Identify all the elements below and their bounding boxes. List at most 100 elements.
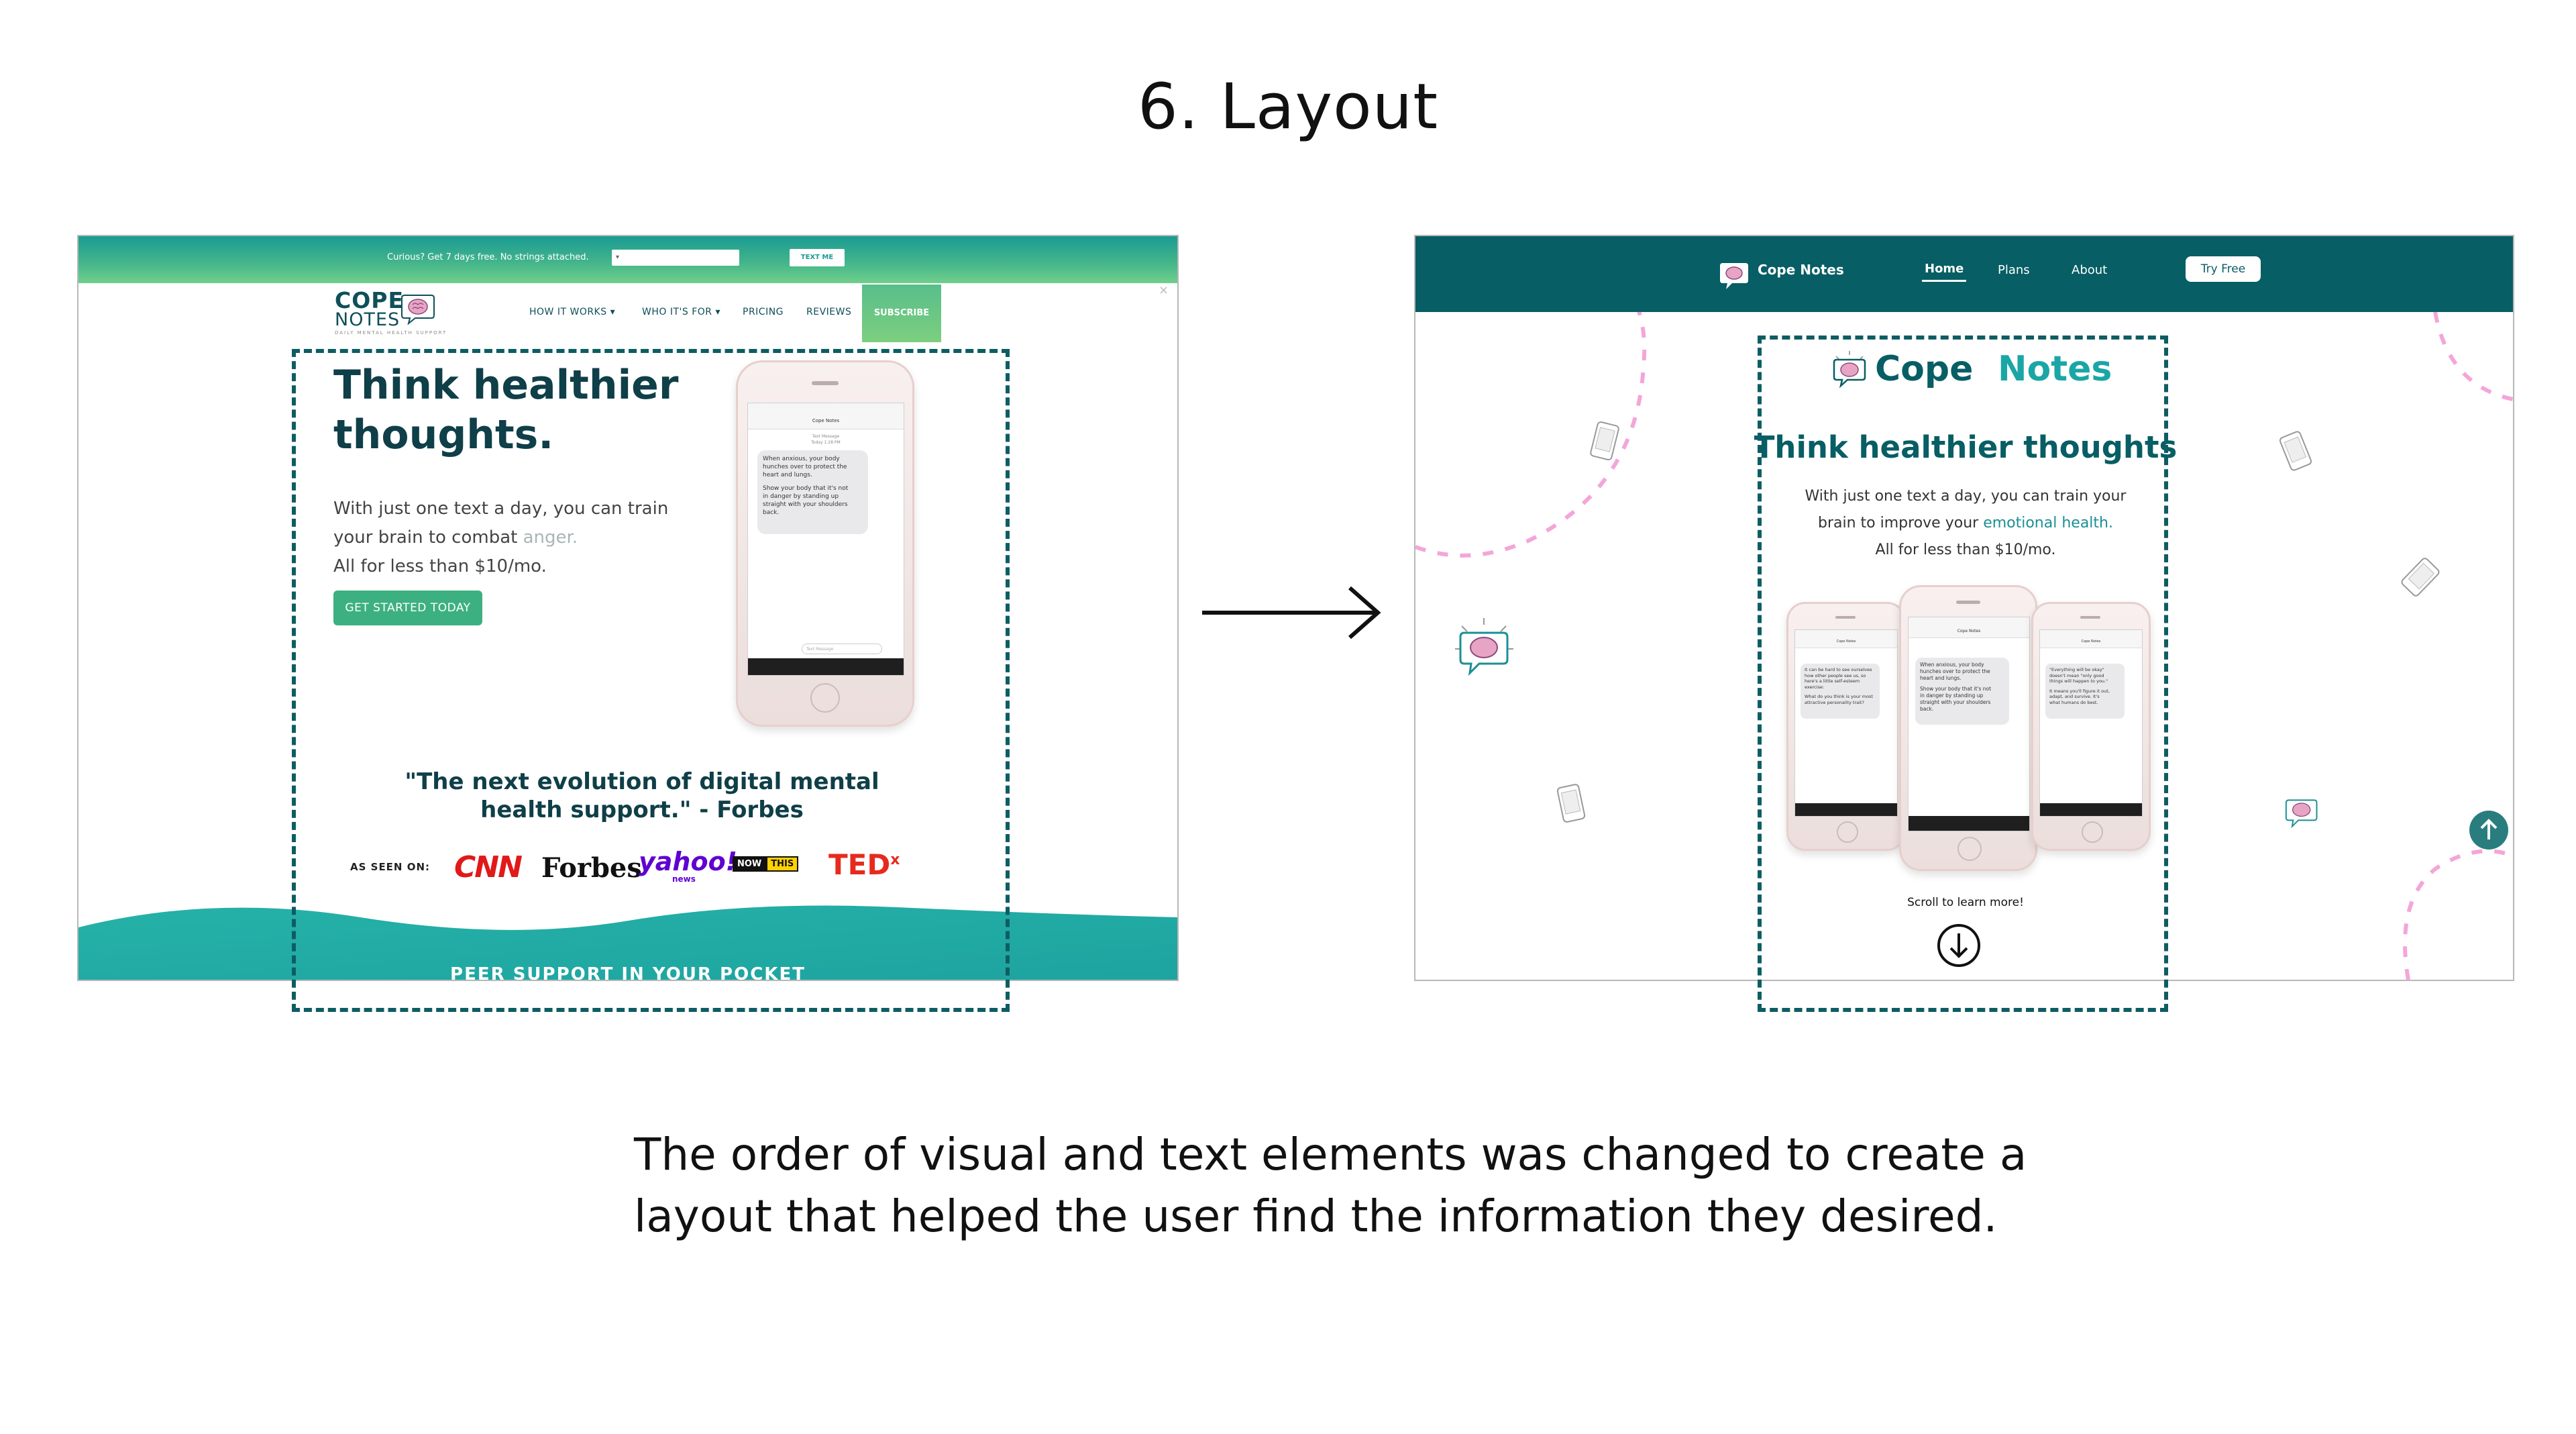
phone-mockup-right: Cope Notes "Everything will be okay" doe… [2031, 602, 2151, 851]
promo-text: Curious? Get 7 days free. No strings att… [387, 252, 589, 262]
wave-footer [78, 905, 1177, 980]
message-bubble: When anxious, your body hunches over to … [1915, 658, 2009, 725]
hero-body-line3: All for less than $10/mo. [1875, 542, 2056, 558]
get-started-button[interactable]: GET STARTED TODAY [333, 591, 482, 625]
forbes-logo: Forbes [541, 852, 642, 884]
nav-home[interactable]: Home [1922, 262, 1967, 282]
text-me-button[interactable]: TEXT ME [790, 249, 845, 266]
hero-body-line1: With just one text a day, you can train [333, 499, 669, 519]
phone-mockup-left: Cope Notes It can be hard to see ourselv… [1786, 602, 1906, 851]
nav-how-it-works[interactable]: HOW IT WORKS ▾ [529, 307, 616, 317]
as-seen-on-label: AS SEEN ON: [350, 861, 431, 873]
phone-screen: Cope Notes "Everything will be okay" doe… [2039, 629, 2143, 817]
message-line: attractive personality trait? [1805, 699, 1864, 705]
phone-number-input[interactable]: ▾ [612, 250, 739, 266]
message-line: things will happen to you." [2049, 678, 2108, 684]
message-line: heart and lungs. [1920, 675, 1962, 681]
message-line: in danger by standing up [763, 493, 839, 500]
arrow-down-circle-icon[interactable] [1936, 923, 1982, 968]
try-free-button[interactable]: Try Free [2186, 256, 2261, 282]
message-time: Today 1:28 PM [811, 440, 841, 445]
message-contact: Cope Notes [812, 418, 840, 423]
phone-doodle-icon [2279, 431, 2312, 471]
message-line: how other people see us, so [1805, 672, 1866, 678]
message-line: "Everything will be okay" [2049, 667, 2104, 672]
message-input: Text Message [802, 644, 882, 654]
tedx-ted: TED [828, 848, 891, 881]
slide-title: 6. Layout [1137, 70, 1439, 144]
hero-body-line2: brain to improve your emotional health. [1684, 510, 2247, 537]
message-line: in danger by standing up [1920, 693, 1984, 699]
nav-who-its-for[interactable]: WHO IT'S FOR ▾ [642, 307, 720, 317]
phone-doodle-icon [2401, 558, 2440, 597]
close-icon[interactable]: × [1159, 283, 1169, 297]
caption-line1: The order of visual and text elements wa… [634, 1129, 2027, 1180]
after-screenshot: Cope Notes Home Plans About Try Free Cop… [1414, 235, 2514, 981]
hero-body: With just one text a day, you can train … [1684, 483, 2247, 564]
hero-headline-line1: Think healthier [333, 362, 679, 409]
phone-screen: Cope Notes When anxious, your body hunch… [1908, 617, 2030, 831]
press-quote: "The next evolution of digital mental he… [360, 768, 924, 824]
app-dock [748, 658, 904, 675]
message-line: exercise: [1805, 684, 1825, 690]
phone-screen: Cope Notes Text Message Today 1:28 PM Wh… [747, 403, 904, 676]
message-contact: Cope Notes [1957, 629, 1981, 633]
message-line: here's a little self-esteem [1805, 678, 1860, 684]
press-quote-line2: health support." - Forbes [480, 797, 804, 823]
scroll-prompt: Scroll to learn more! [1907, 896, 2024, 909]
message-line: straight with your shoulders [1920, 699, 1991, 705]
logo-tagline: DAILY MENTAL HEALTH SUPPORT [335, 330, 447, 336]
nav-plans[interactable]: Plans [1998, 263, 2030, 277]
tedx-logo: TEDx [828, 848, 900, 881]
message-header [1795, 630, 1897, 648]
message-line: It can be hard to see ourselves [1805, 667, 1872, 672]
before-screenshot: Curious? Get 7 days free. No strings att… [77, 235, 1179, 981]
peer-support-heading: PEER SUPPORT IN YOUR POCKET [450, 964, 806, 981]
arrow-up-circle-icon[interactable] [2469, 810, 2509, 850]
logo-cope[interactable]: COPE [335, 287, 404, 313]
press-quote-line1: "The next evolution of digital mental [405, 768, 879, 795]
phone-home-button [810, 683, 840, 713]
message-line: hunches over to protect the [1920, 668, 1990, 674]
brain-speech-icon [1455, 618, 1513, 676]
message-line: When anxious, your body [763, 456, 840, 462]
brain-speech-icon [401, 295, 435, 325]
message-line: When anxious, your body [1920, 662, 1984, 668]
message-header [1909, 617, 2029, 638]
message-line: straight with your shoulders [763, 501, 848, 508]
message-meta: Text Message [812, 434, 840, 439]
slide-caption: The order of visual and text elements wa… [634, 1124, 2027, 1247]
phone-home-button [2082, 821, 2103, 843]
phone-home-button [1837, 821, 1858, 843]
message-line: Show your body that it's not [763, 485, 849, 492]
site-header [1415, 236, 2513, 312]
hero-headline: Think healthier thoughts. [333, 360, 678, 460]
phone-screen: Cope Notes It can be hard to see ourselv… [1794, 629, 1898, 817]
tedx-x: x [890, 852, 900, 868]
nav-pricing[interactable]: PRICING [743, 307, 784, 317]
cnn-logo: CNN [454, 850, 523, 884]
nowthis-now: NOW [733, 856, 767, 872]
phone-speaker [1835, 616, 1856, 619]
message-contact: Cope Notes [2081, 639, 2101, 644]
nav-logo-text[interactable]: Cope Notes [1758, 262, 1844, 278]
yahoo-logo: yahoo! [639, 847, 738, 876]
brain-speech-icon[interactable] [1719, 260, 1750, 291]
nav-reviews[interactable]: REVIEWS [806, 307, 852, 317]
message-line: It means you'll figure it out, [2049, 688, 2110, 694]
hero-body-line3: All for less than $10/mo. [333, 556, 547, 576]
yahoo-news-label: news [672, 874, 696, 884]
subscribe-button[interactable]: SUBSCRIBE [862, 285, 941, 342]
phone-speaker [812, 381, 839, 385]
message-line: doesn't mean "only good [2049, 672, 2104, 678]
brand-cope: Cope [1875, 349, 1974, 389]
hero-body-line2: your brain to combat anger. [333, 523, 668, 552]
message-line: back. [763, 509, 780, 516]
nav-about[interactable]: About [2072, 263, 2108, 277]
hero-headline: Think healthier thoughts [1754, 429, 2178, 465]
phone-mockup-center: Cope Notes When anxious, your body hunch… [1899, 585, 2037, 871]
brand-notes: Notes [1998, 349, 2112, 389]
hero-headline-line2: thoughts. [333, 411, 554, 458]
logo-notes[interactable]: NOTES [335, 309, 400, 330]
